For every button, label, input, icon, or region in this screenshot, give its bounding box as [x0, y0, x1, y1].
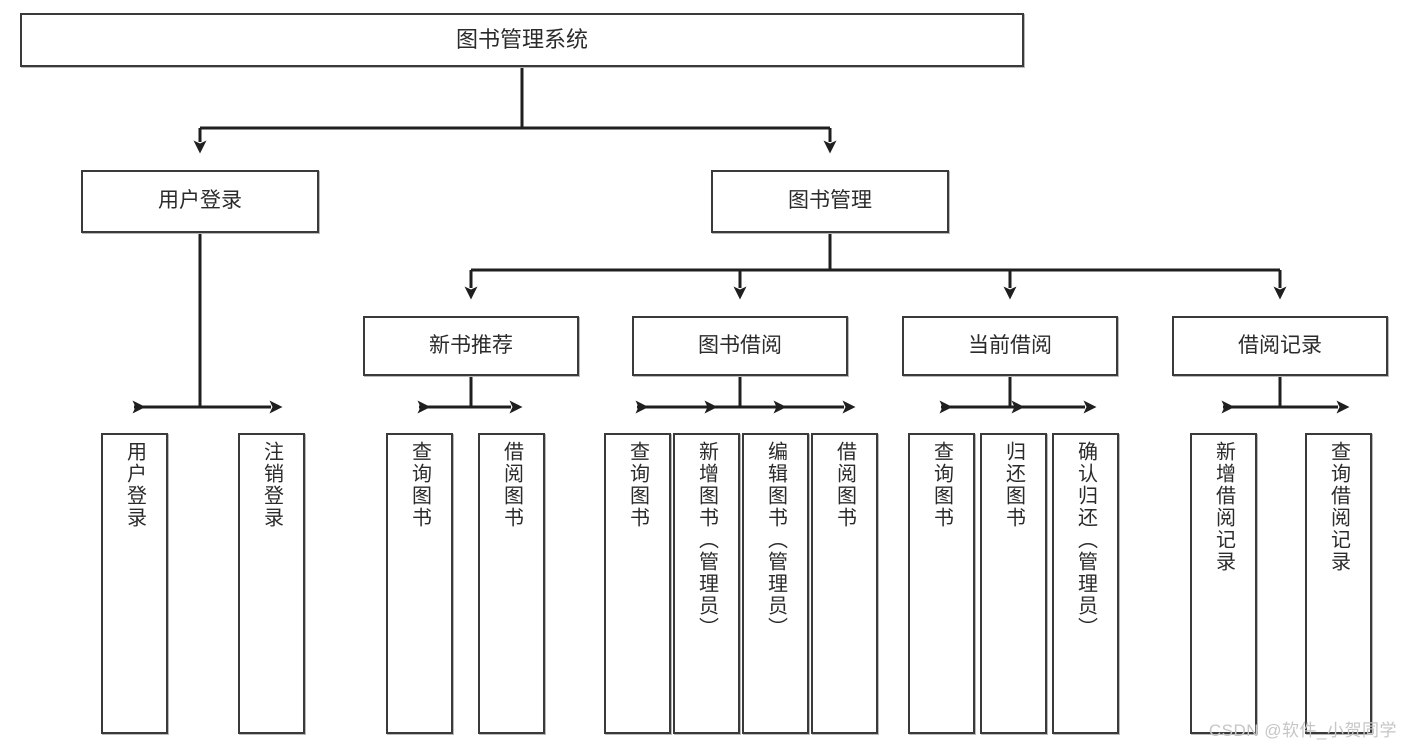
node-leaf-query-book-1-label: 查询图书 [408, 441, 431, 529]
node-leaf-add-record[interactable]: 新增借阅记录 [1190, 433, 1257, 734]
node-user-login-label: 用户登录 [158, 189, 242, 213]
node-leaf-query-book-3[interactable]: 查询图书 [908, 433, 975, 734]
node-leaf-query-book-2[interactable]: 查询图书 [604, 433, 671, 734]
node-leaf-borrow-book-1-label: 借阅图书 [500, 441, 523, 529]
node-book-borrow-label: 图书借阅 [698, 333, 782, 357]
node-leaf-borrow-book-1[interactable]: 借阅图书 [478, 433, 545, 734]
node-current-borrow[interactable]: 当前借阅 [902, 316, 1118, 376]
node-leaf-user-login[interactable]: 用户登录 [101, 433, 168, 734]
node-leaf-edit-book[interactable]: 编辑图书（管理员） [742, 433, 809, 734]
csdn-watermark: CSDN @软件_小贺同学 [1208, 721, 1397, 740]
node-leaf-user-login-label: 用户登录 [123, 441, 146, 529]
node-leaf-query-record-label: 查询借阅记录 [1327, 441, 1350, 573]
node-leaf-borrow-book-2-label: 借阅图书 [833, 441, 856, 529]
node-leaf-confirm-return-label: 确认归还（管理员） [1074, 441, 1097, 639]
node-user-login[interactable]: 用户登录 [81, 170, 319, 233]
node-leaf-query-record[interactable]: 查询借阅记录 [1305, 433, 1372, 734]
node-leaf-query-book-2-label: 查询图书 [626, 441, 649, 529]
node-current-borrow-label: 当前借阅 [968, 333, 1052, 357]
node-leaf-user-logout[interactable]: 注销登录 [238, 433, 305, 734]
node-leaf-query-book-1[interactable]: 查询图书 [386, 433, 453, 734]
node-book-borrow[interactable]: 图书借阅 [632, 316, 848, 376]
node-book-manage-label: 图书管理 [788, 189, 872, 213]
node-borrow-record-label: 借阅记录 [1238, 333, 1322, 357]
node-leaf-add-record-label: 新增借阅记录 [1212, 441, 1235, 573]
node-leaf-confirm-return[interactable]: 确认归还（管理员） [1052, 433, 1119, 734]
node-root-system[interactable]: 图书管理系统 [20, 13, 1024, 67]
node-borrow-record[interactable]: 借阅记录 [1172, 316, 1388, 376]
node-leaf-add-book-label: 新增图书（管理员） [695, 441, 718, 639]
node-leaf-borrow-book-2[interactable]: 借阅图书 [811, 433, 878, 734]
node-leaf-edit-book-label: 编辑图书（管理员） [764, 441, 787, 639]
node-leaf-add-book[interactable]: 新增图书（管理员） [673, 433, 740, 734]
node-leaf-query-book-3-label: 查询图书 [930, 441, 953, 529]
node-book-manage[interactable]: 图书管理 [711, 170, 949, 233]
node-leaf-return-book[interactable]: 归还图书 [980, 433, 1047, 734]
node-new-book-recommend[interactable]: 新书推荐 [363, 316, 579, 376]
node-new-book-recommend-label: 新书推荐 [429, 333, 513, 357]
node-leaf-return-book-label: 归还图书 [1002, 441, 1025, 529]
node-leaf-user-logout-label: 注销登录 [260, 441, 283, 529]
node-root-system-label: 图书管理系统 [455, 27, 588, 53]
